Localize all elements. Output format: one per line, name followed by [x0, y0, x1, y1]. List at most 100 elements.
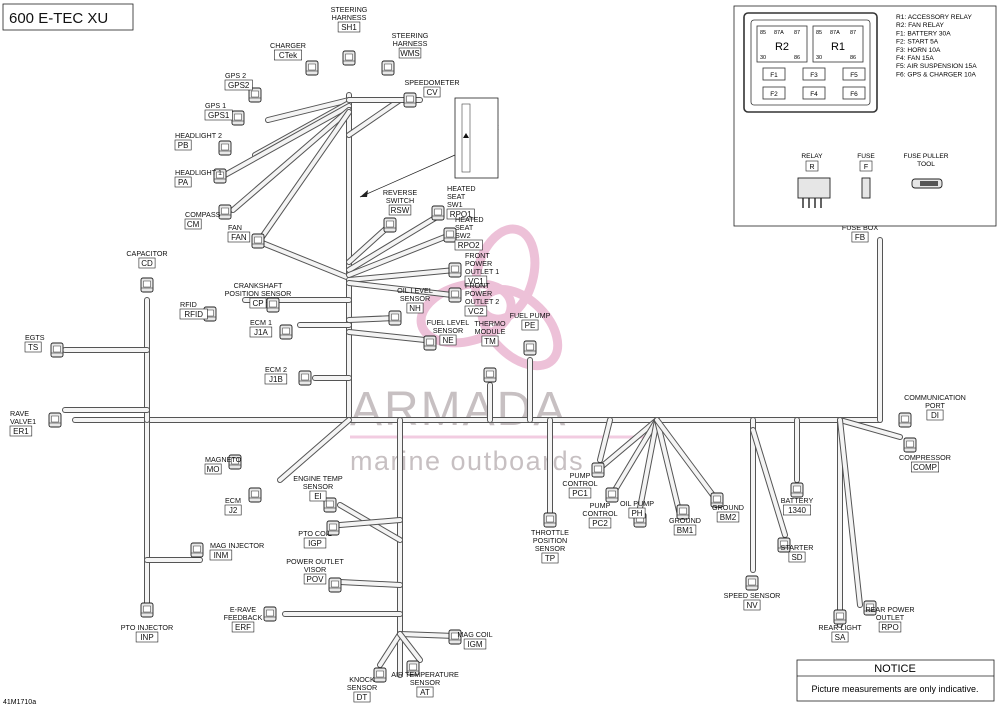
connector-pc2 [605, 487, 619, 503]
component-name: GPS 1 [205, 101, 226, 110]
component-name: SW1 [447, 200, 463, 209]
fuse-part-name: RELAY [801, 153, 823, 160]
fuse-slot-f6: F6 [842, 86, 866, 100]
component-name: HEADLIGHT 2 [175, 131, 222, 140]
connector-dt [373, 667, 387, 683]
connector-pa [213, 168, 227, 184]
fuse-legend-line: F4: FAN 15A [896, 55, 934, 62]
connector-igp [326, 520, 340, 536]
component-pb: HEADLIGHT 2PB [174, 131, 222, 151]
wire-segment [347, 281, 454, 297]
component-name: FRONT [465, 281, 490, 290]
connector-bm2 [710, 492, 724, 508]
wire-segment [266, 98, 351, 122]
component-name: PUMP [570, 471, 591, 480]
component-name: HARNESS [393, 39, 428, 48]
component-name: POWER OUTLET [286, 557, 344, 566]
wire-segment [347, 268, 457, 282]
connector-cd [140, 277, 154, 293]
component-name: ECM 2 [265, 365, 287, 374]
component-code: PE [525, 321, 536, 330]
component-name: COMMUNICATION [904, 393, 966, 402]
component-name: CONTROL [562, 479, 597, 488]
component-name: SEAT [455, 223, 474, 232]
relay-pin-label: 87A [830, 30, 840, 36]
wire-segment [253, 238, 351, 280]
wire-segment [338, 580, 402, 587]
harness-wires [62, 92, 903, 678]
component-name: SW2 [455, 231, 471, 240]
component-code: IGP [308, 539, 322, 548]
component-code: PH [631, 509, 642, 518]
connector-vc2 [448, 287, 462, 303]
component-name: SENSOR [400, 294, 430, 303]
connector-erf [263, 606, 277, 622]
component-name: EGTS [25, 333, 45, 342]
connector-1340 [790, 482, 804, 498]
connector-mo [228, 454, 242, 470]
relay-pin-label: 87 [794, 30, 800, 36]
fuse-label: F5 [850, 72, 858, 79]
component-code: J1B [269, 375, 283, 384]
fuse-legend-line: F2: START 5A [896, 39, 939, 46]
component-name: OUTLET 2 [465, 297, 499, 306]
component-name: FRONT [465, 251, 490, 260]
wire-segment [751, 428, 787, 537]
component-code: GPS2 [228, 81, 250, 90]
component-name: PTO COIL [298, 529, 331, 538]
fuse-slot-f2: F2 [762, 86, 786, 100]
component-name: SENSOR [303, 482, 333, 491]
watermark-tagline: marine outboards [350, 446, 584, 476]
relay-label: R1 [831, 41, 845, 53]
component-name: ECM 1 [250, 318, 272, 327]
component-code: SA [835, 633, 846, 642]
connector-igm [448, 629, 462, 645]
relay-pin-label: 30 [760, 55, 766, 61]
component-code: PC1 [572, 489, 588, 498]
fuse-icon [861, 177, 871, 199]
connector-gps1 [231, 110, 245, 126]
fuse-label: F6 [850, 91, 858, 98]
component-name: MODULE [475, 327, 506, 336]
connector-ne [423, 335, 437, 351]
component-code: CM [187, 220, 200, 229]
component-name: REVERSE [383, 188, 418, 197]
component-name: MAGNETO [205, 455, 242, 464]
fuse-legend-line: R2: FAN RELAY [896, 22, 944, 29]
connector-sd [777, 537, 791, 553]
component-code: TP [545, 554, 555, 563]
component-name: SWITCH [386, 196, 414, 205]
component-name: HEADLIGHT 1 [175, 168, 222, 177]
notice-heading: NOTICE [874, 663, 916, 675]
connector-j1b [298, 370, 312, 386]
component-code: RFID [184, 310, 203, 319]
component-name: REAR POWER [865, 605, 914, 614]
component-name: SEAT [447, 192, 466, 201]
connector-ei [323, 497, 337, 513]
component-name: KNOCK [349, 675, 375, 684]
component-name: POSITION [533, 536, 567, 545]
connector-ctek [305, 60, 319, 76]
relay-pin-label: 85 [816, 30, 822, 36]
connector-cm [218, 204, 232, 220]
component-code: DT [357, 693, 368, 702]
page-title: 600 E-TEC XU [9, 10, 108, 27]
wire-segment [598, 418, 612, 462]
connector-gps2 [248, 87, 262, 103]
component-name: GROUND [669, 516, 701, 525]
component-name: THERMO [474, 319, 506, 328]
component-code: POV [307, 575, 325, 584]
component-code: RSW [391, 206, 410, 215]
